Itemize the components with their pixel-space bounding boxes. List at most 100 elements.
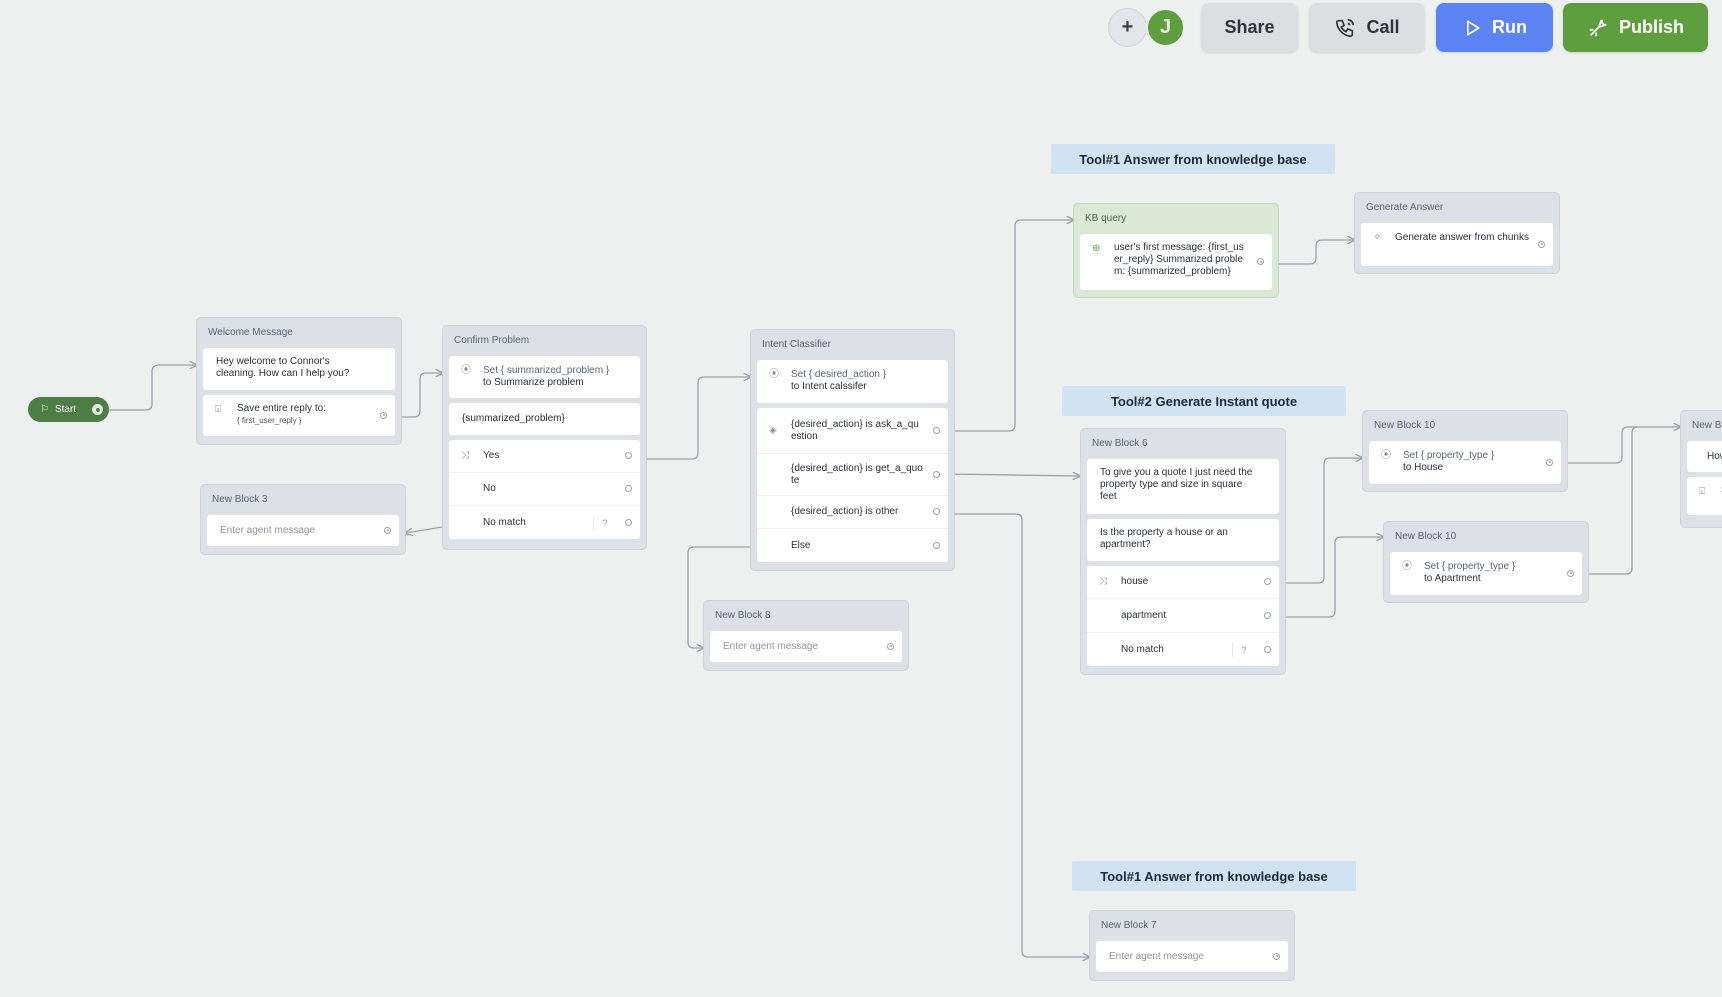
block-title: Generate Answer	[1366, 202, 1444, 213]
set-variable-step[interactable]: ⦿ Set { property_type } to Apartment	[1390, 552, 1582, 595]
output-port[interactable]	[933, 470, 940, 478]
option-label: No match	[483, 516, 526, 528]
call-label: Call	[1366, 17, 1400, 37]
output-port[interactable]	[887, 642, 894, 650]
option-no-match[interactable]: No match ?	[449, 506, 640, 539]
start-node[interactable]: ⚐ Start	[28, 397, 109, 422]
output-port[interactable]	[933, 426, 940, 434]
agent-message-2[interactable]: Is the property a house or an apartment?	[1087, 519, 1279, 561]
output-port[interactable]	[933, 508, 940, 515]
output-port[interactable]	[625, 485, 632, 492]
output-port[interactable]	[625, 518, 632, 526]
block-intent-classifier[interactable]: Intent Classifier ⦿ Set { desired_action…	[750, 329, 955, 571]
set-line-1: Set { property_type }	[1424, 561, 1516, 572]
block-kb-query[interactable]: KB query ⊕ user's first message: {first_…	[1073, 203, 1279, 298]
set-line-2: to Summarize problem	[483, 377, 584, 388]
message-text: Hey welcome to Connor's cleaning. How ca…	[216, 356, 350, 379]
set-line-2: to Intent calssifer	[791, 381, 867, 392]
option-house[interactable]: ⤨ house	[1087, 566, 1279, 599]
block-new-block-10-house[interactable]: New Block 10 ⦿ Set { property_type } to …	[1362, 410, 1568, 492]
block-partial-right[interactable]: New Bl How ⌻ S	[1680, 410, 1722, 528]
save-reply-step[interactable]: ⌻ Save entire reply to: { first_user_rep…	[203, 395, 395, 436]
output-port[interactable]	[1257, 258, 1264, 265]
variable-icon: ⦿	[1402, 561, 1412, 572]
agent-message[interactable]: Hey welcome to Connor's cleaning. How ca…	[203, 348, 395, 390]
play-icon	[1467, 20, 1480, 36]
kb-query-step[interactable]: ⊕ user's first message: {first_user_repl…	[1080, 234, 1272, 290]
block-new-block-10-apartment[interactable]: New Block 10 ⦿ Set { property_type } to …	[1383, 521, 1589, 603]
start-output-port[interactable]	[92, 404, 103, 415]
flag-icon: ⚐	[40, 404, 49, 415]
block-title: New Block 10	[1374, 420, 1436, 431]
run-button[interactable]: Run	[1436, 3, 1553, 52]
condition-else[interactable]: Else	[757, 529, 948, 562]
start-label: Start	[54, 404, 77, 415]
block-new-block-3[interactable]: New Block 3 Enter agent message	[200, 484, 406, 555]
agent-message-input[interactable]: Enter agent message	[207, 515, 399, 546]
condition-label: {desired_action} is get_a_quote	[791, 462, 923, 486]
agent-message[interactable]: {summarized_problem}	[449, 403, 640, 435]
wire-house-block10a	[1278, 458, 1362, 584]
capture-icon: ⌻	[1699, 486, 1705, 497]
block-confirm-problem[interactable]: Confirm Problem ⦿ Set { summarized_probl…	[442, 325, 647, 550]
share-label: Share	[1224, 17, 1275, 37]
help-icon[interactable]: ?	[593, 515, 616, 530]
output-port[interactable]	[1264, 611, 1271, 619]
block-new-block-6[interactable]: New Block 6 To give you a quote I just n…	[1080, 428, 1286, 675]
wire-welcome-confirm	[397, 373, 442, 418]
condition-ask-a-question[interactable]: ◈ {desired_action} is ask_a_question	[757, 408, 948, 454]
output-port[interactable]	[1567, 569, 1574, 577]
branch-icon: ⤨	[1099, 576, 1107, 587]
block-generate-answer[interactable]: Generate Answer ✧ Generate answer from c…	[1354, 192, 1560, 274]
add-button[interactable]: +	[1108, 8, 1147, 47]
option-no[interactable]: No	[449, 473, 640, 506]
option-yes[interactable]: ⤨ Yes	[449, 440, 640, 473]
block-welcome-message[interactable]: Welcome Message Hey welcome to Connor's …	[196, 317, 402, 445]
save-label: Save entire reply to:	[237, 403, 326, 414]
variable-icon: ⦿	[769, 369, 779, 380]
agent-message-input[interactable]: Enter agent message	[710, 631, 902, 662]
block-new-block-8[interactable]: New Block 8 Enter agent message	[703, 600, 909, 671]
block-title: New Block 8	[715, 610, 771, 621]
set-line-1: Set { summarized_problem }	[483, 365, 610, 376]
output-port[interactable]	[380, 411, 387, 419]
set-variable-step[interactable]: ⦿ Set { desired_action } to Intent calss…	[757, 360, 948, 403]
block-new-block-7[interactable]: New Block 7 Enter agent message	[1089, 910, 1295, 981]
output-port[interactable]	[625, 452, 632, 459]
share-button[interactable]: Share	[1201, 3, 1298, 52]
agent-message-input[interactable]: Enter agent message	[1096, 941, 1288, 972]
output-port[interactable]	[1264, 578, 1271, 585]
output-port[interactable]	[1538, 240, 1545, 248]
block-title: New Block 6	[1092, 438, 1148, 449]
agent-message[interactable]: How	[1687, 441, 1722, 472]
set-variable-step[interactable]: ⦿ Set { property_type } to House	[1369, 441, 1561, 484]
option-label: Yes	[483, 450, 500, 461]
wire-block10a-next	[1557, 427, 1680, 464]
output-port[interactable]	[384, 526, 391, 534]
call-button[interactable]: Call	[1309, 3, 1425, 52]
help-icon[interactable]: ?	[1232, 642, 1255, 657]
block-title: New Bl	[1692, 420, 1722, 431]
publish-button[interactable]: Publish	[1563, 3, 1708, 52]
query-text: user's first message: {first_user_reply}…	[1114, 242, 1244, 277]
plus-icon: +	[1121, 16, 1134, 38]
set-variable-step[interactable]: ⦿ Set { summarized_problem } to Summariz…	[449, 356, 640, 398]
condition-other[interactable]: {desired_action} is other	[757, 496, 948, 529]
options-list: ⤨ Yes No No match ?	[449, 440, 640, 539]
option-apartment[interactable]: apartment	[1087, 599, 1279, 633]
output-port[interactable]	[1264, 645, 1271, 653]
generate-step[interactable]: ✧ Generate answer from chunks	[1361, 223, 1553, 266]
output-port[interactable]	[1546, 458, 1553, 466]
conditions-list: ◈ {desired_action} is ask_a_question {de…	[757, 408, 948, 562]
condition-get-a-quote[interactable]: {desired_action} is get_a_quote	[757, 454, 948, 496]
save-reply-step[interactable]: ⌻ S	[1687, 477, 1722, 515]
avatar[interactable]: J	[1146, 8, 1185, 47]
option-label: No match	[1121, 643, 1164, 655]
output-port[interactable]	[933, 541, 940, 549]
set-line-1: Set { property_type }	[1403, 450, 1495, 461]
agent-message-1[interactable]: To give you a quote I just need the prop…	[1087, 459, 1279, 514]
block-title: KB query	[1085, 213, 1127, 224]
option-no-match[interactable]: No match ?	[1087, 633, 1279, 666]
branch-icon: ⤨	[461, 450, 469, 461]
output-port[interactable]	[1273, 952, 1280, 960]
